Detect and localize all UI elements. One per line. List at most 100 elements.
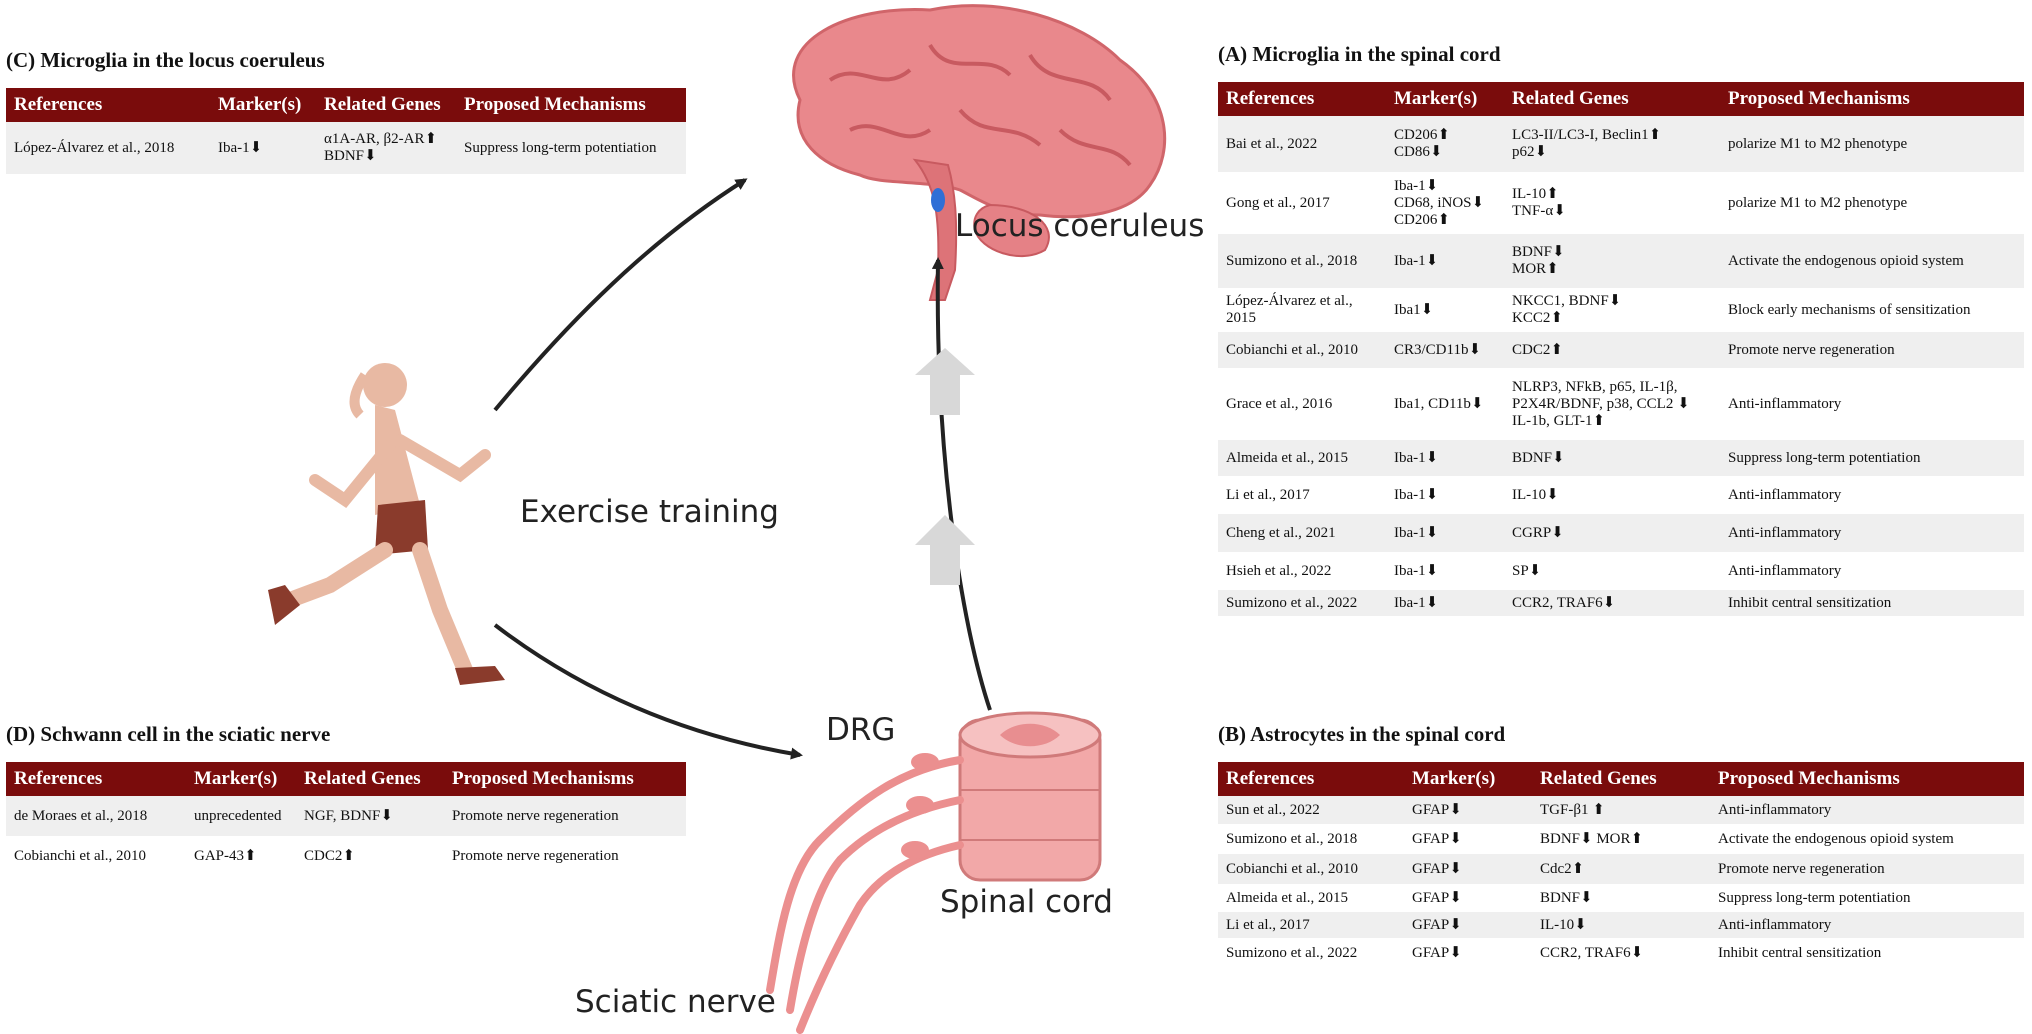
reference-cell: López-Álvarez et al., 2015 — [1218, 288, 1386, 332]
panel-a-table: References Marker(s) Related Genes Propo… — [1218, 82, 2024, 616]
reference-cell: Sumizono et al., 2018 — [1218, 824, 1404, 854]
reference-cell: Grace et al., 2016 — [1218, 368, 1386, 440]
mechanism-cell: Anti-inflammatory — [1710, 796, 2024, 824]
reference-cell: Li et al., 2017 — [1218, 912, 1404, 938]
mechanism-cell: Promote nerve regeneration — [1720, 332, 2024, 368]
reference-cell: Sumizono et al., 2022 — [1218, 590, 1386, 616]
marker-cell: Iba1, CD11b⬇ — [1386, 368, 1504, 440]
genes-cell: BDNF⬇ — [1504, 440, 1720, 476]
genes-cell: Cdc2⬆ — [1532, 854, 1710, 884]
header-markers: Marker(s) — [1386, 82, 1504, 116]
reference-cell: Li et al., 2017 — [1218, 476, 1386, 514]
genes-cell: NKCC1, BDNF⬇ KCC2⬆ — [1504, 288, 1720, 332]
genes-cell: CCR2, TRAF6⬇ — [1532, 938, 1710, 968]
reference-cell: Almeida et al., 2015 — [1218, 440, 1386, 476]
genes-cell: IL-10⬆ TNF-α⬇ — [1504, 172, 1720, 234]
exercise-training-label: Exercise training — [520, 494, 779, 530]
marker-cell: GFAP⬇ — [1404, 912, 1532, 938]
table-header-row: References Marker(s) Related Genes Propo… — [6, 88, 686, 122]
genes-cell: IL-10⬇ — [1532, 912, 1710, 938]
table-header-row: References Marker(s) Related Genes Propo… — [1218, 762, 2024, 796]
up-arrow-icon — [915, 348, 975, 585]
reference-cell: López-Álvarez et al., 2018 — [6, 122, 210, 174]
marker-cell: GFAP⬇ — [1404, 884, 1532, 912]
marker-cell: CD206⬆ CD86⬇ — [1386, 116, 1504, 172]
reference-cell: Cobianchi et al., 2010 — [1218, 854, 1404, 884]
mechanism-cell: polarize M1 to M2 phenotype — [1720, 116, 2024, 172]
marker-cell: Iba-1⬇ — [1386, 440, 1504, 476]
reference-cell: Sun et al., 2022 — [1218, 796, 1404, 824]
table-header-row: References Marker(s) Related Genes Propo… — [1218, 82, 2024, 116]
drg-ganglion-icon — [901, 753, 939, 859]
mechanism-cell: Activate the endogenous opioid system — [1720, 234, 2024, 288]
genes-cell: NGF, BDNF⬇ — [296, 796, 444, 836]
reference-cell: Sumizono et al., 2018 — [1218, 234, 1386, 288]
panel-c-table: References Marker(s) Related Genes Propo… — [6, 88, 686, 174]
mechanism-cell: Inhibit central sensitization — [1720, 590, 2024, 616]
panel-d-table: References Marker(s) Related Genes Propo… — [6, 762, 686, 876]
header-genes: Related Genes — [316, 88, 456, 122]
panel-a-title: (A) Microglia in the spinal cord — [1218, 42, 1501, 66]
genes-cell: CDC2⬆ — [1504, 332, 1720, 368]
arrow-spinal-to-brain — [931, 257, 992, 711]
mechanism-cell: Block early mechanisms of sensitization — [1720, 288, 2024, 332]
marker-cell: Iba-1⬇ CD68, iNOS⬇ CD206⬆ — [1386, 172, 1504, 234]
header-markers: Marker(s) — [210, 88, 316, 122]
locus-coeruleus-marker — [931, 188, 945, 212]
spinal-cord-icon — [958, 711, 1102, 882]
header-genes: Related Genes — [1504, 82, 1720, 116]
brain-icon — [792, 4, 1167, 301]
runner-icon — [268, 363, 505, 685]
panel-b-table: References Marker(s) Related Genes Propo… — [1218, 762, 2024, 968]
header-mechanisms: Proposed Mechanisms — [456, 88, 686, 122]
marker-cell: Iba-1⬇ — [1386, 590, 1504, 616]
mechanism-cell: Anti-inflammatory — [1720, 476, 2024, 514]
reference-cell: de Moraes et al., 2018 — [6, 796, 186, 836]
mechanism-cell: Promote nerve regeneration — [1710, 854, 2024, 884]
panel-d-title: (D) Schwann cell in the sciatic nerve — [6, 722, 331, 746]
genes-cell: CGRP⬇ — [1504, 514, 1720, 552]
header-markers: Marker(s) — [1404, 762, 1532, 796]
header-genes: Related Genes — [296, 762, 444, 796]
drg-label: DRG — [826, 712, 895, 748]
header-references: References — [6, 762, 186, 796]
genes-cell: α1A-AR, β2-AR⬆ BDNF⬇ — [316, 122, 456, 174]
arrow-exercise-to-brain — [493, 178, 748, 412]
reference-cell: Hsieh et al., 2022 — [1218, 552, 1386, 590]
marker-cell: CR3/CD11b⬇ — [1386, 332, 1504, 368]
reference-cell: Cobianchi et al., 2010 — [6, 836, 186, 876]
genes-cell: CCR2, TRAF6⬇ — [1504, 590, 1720, 616]
header-references: References — [1218, 82, 1386, 116]
mechanism-cell: Anti-inflammatory — [1720, 514, 2024, 552]
reference-cell: Cheng et al., 2021 — [1218, 514, 1386, 552]
header-genes: Related Genes — [1532, 762, 1710, 796]
genes-cell: BDNF⬇ — [1532, 884, 1710, 912]
header-references: References — [6, 88, 210, 122]
reference-cell: Sumizono et al., 2022 — [1218, 938, 1404, 968]
arrow-exercise-to-dorsal — [493, 623, 803, 760]
marker-cell: GAP-43⬆ — [186, 836, 296, 876]
reference-cell: Almeida et al., 2015 — [1218, 884, 1404, 912]
reference-cell: Gong et al., 2017 — [1218, 172, 1386, 234]
panel-b-title: (B) Astrocytes in the spinal cord — [1218, 722, 1506, 746]
marker-cell: GFAP⬇ — [1404, 796, 1532, 824]
header-markers: Marker(s) — [186, 762, 296, 796]
spinal-cord-label: Spinal cord — [940, 884, 1113, 920]
genes-cell: SP⬇ — [1504, 552, 1720, 590]
genes-cell: BDNF⬇ MOR⬆ — [1532, 824, 1710, 854]
